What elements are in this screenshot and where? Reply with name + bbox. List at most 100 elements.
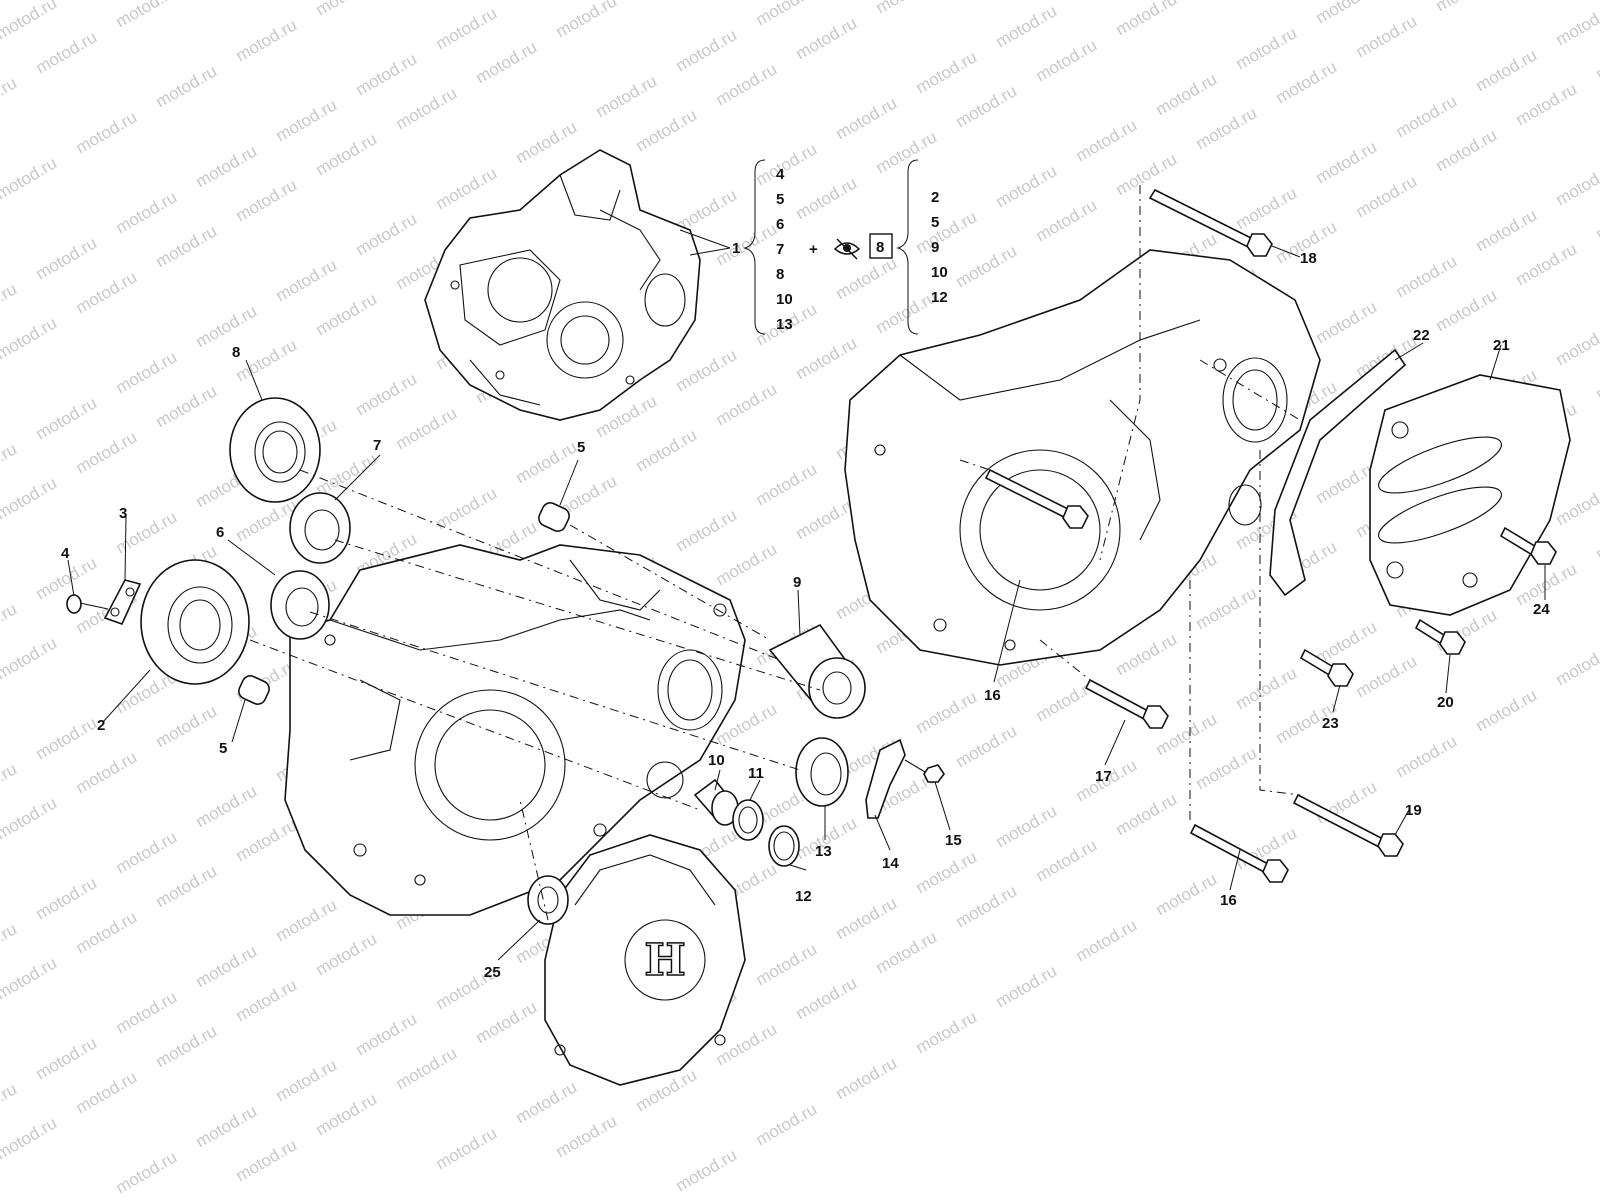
bolt-20 — [1414, 618, 1466, 655]
right_items-item: 5 — [931, 214, 939, 231]
bearing-25 — [527, 875, 569, 925]
screw-15 — [904, 759, 945, 783]
watermark-text: motod.ru — [1233, 663, 1301, 713]
watermark-text: motod.ru — [113, 0, 181, 31]
callout-2: 2 — [97, 717, 105, 734]
watermark-text: motod.ru — [873, 127, 941, 177]
bearing-6 — [270, 570, 330, 640]
watermark-text: motod.ru — [1553, 479, 1600, 529]
watermark-text: motod.ru — [153, 61, 221, 111]
callout-7: 7 — [373, 437, 381, 454]
callout-12: 12 — [795, 888, 812, 905]
watermark-text: motod.ru — [913, 847, 981, 897]
watermark-text: motod.ru — [1153, 869, 1221, 919]
watermark-text: motod.ru — [593, 71, 661, 121]
watermark-text: motod.ru — [1393, 251, 1461, 301]
watermark-text: motod.ru — [913, 207, 981, 257]
watermark-text: motod.ru — [1473, 45, 1541, 95]
watermark-text: motod.ru — [313, 289, 381, 339]
watermark-text: motod.ru — [1193, 103, 1261, 153]
watermark-text: motod.ru — [0, 279, 20, 329]
boxed-ref-frame — [869, 233, 893, 259]
watermark-text: motod.ru — [353, 1009, 421, 1059]
watermark-text: motod.ru — [1473, 205, 1541, 255]
watermark-text: motod.ru — [753, 0, 821, 29]
callout-8: 8 — [232, 344, 240, 361]
watermark-text: motod.ru — [113, 987, 181, 1037]
watermark-text: motod.ru — [753, 1099, 821, 1149]
watermark-text: motod.ru — [833, 253, 901, 303]
watermark-text: motod.ru — [433, 3, 501, 53]
circlip-12 — [768, 825, 800, 867]
watermark-text: motod.ru — [1033, 835, 1101, 885]
watermark-text: motod.ru — [193, 1101, 261, 1151]
watermark-text: motod.ru — [193, 301, 261, 351]
watermark-text: motod.ru — [353, 49, 421, 99]
watermark-text: motod.ru — [1033, 35, 1101, 85]
callout-9: 9 — [793, 574, 801, 591]
watermark-text: motod.ru — [633, 105, 701, 155]
watermark-text: motod.ru — [33, 233, 101, 283]
watermark-text: motod.ru — [753, 459, 821, 509]
watermark-text: motod.ru — [993, 961, 1061, 1011]
watermark-text: motod.ru — [793, 13, 861, 63]
left_items-item: 7 — [776, 241, 784, 258]
ignition-cover: H — [544, 834, 746, 1086]
watermark-text: motod.ru — [313, 0, 381, 19]
watermark-text: motod.ru — [193, 141, 261, 191]
right_items-item: 2 — [931, 189, 939, 206]
watermark-text: motod.ru — [353, 209, 421, 259]
watermark-text: motod.ru — [0, 153, 60, 203]
callout-5-top: 5 — [577, 439, 585, 456]
crankcase-assembly-top — [424, 149, 701, 421]
callout-15: 15 — [945, 832, 962, 849]
watermark-text: motod.ru — [0, 953, 60, 1003]
watermark-text: motod.ru — [1313, 297, 1381, 347]
watermark-text: motod.ru — [393, 403, 461, 453]
watermark-text: motod.ru — [953, 81, 1021, 131]
watermark-text: motod.ru — [1593, 33, 1600, 83]
watermark-text: motod.ru — [353, 369, 421, 419]
boxed-ref: 8 — [876, 239, 884, 256]
alignment-lines — [249, 185, 1301, 921]
bearing-7 — [289, 492, 351, 564]
watermark-text: motod.ru — [673, 505, 741, 555]
watermark-text: motod.ru — [113, 827, 181, 877]
watermark-text: motod.ru — [433, 163, 501, 213]
watermark-text: motod.ru — [1553, 159, 1600, 209]
bolt-16-lower — [1189, 823, 1289, 883]
callout-5-bottom: 5 — [219, 740, 227, 757]
watermark-text: motod.ru — [833, 893, 901, 943]
watermark-text: motod.ru — [1393, 731, 1461, 781]
watermark-text: motod.ru — [713, 219, 781, 269]
watermark-text: motod.ru — [873, 927, 941, 977]
watermark-text: motod.ru — [433, 1123, 501, 1173]
watermark-text: motod.ru — [1553, 319, 1600, 369]
watermark-text: motod.ru — [1233, 183, 1301, 233]
watermark-text: motod.ru — [0, 633, 60, 683]
watermark-text: motod.ru — [713, 539, 781, 589]
watermark-text: motod.ru — [1073, 115, 1141, 165]
watermark-text: motod.ru — [233, 15, 301, 65]
watermark-text: motod.ru — [233, 1135, 301, 1185]
watermark-text: motod.ru — [33, 1033, 101, 1083]
watermark-text: motod.ru — [1313, 137, 1381, 187]
plate-14 — [865, 738, 906, 819]
left_items-item: 5 — [776, 191, 784, 208]
leader-1b — [689, 247, 731, 256]
watermark-text: motod.ru — [1273, 57, 1341, 107]
watermark-text: motod.ru — [1353, 11, 1421, 61]
watermark-text: motod.ru — [153, 701, 221, 751]
watermark-text: motod.ru — [273, 95, 341, 145]
watermark-text: motod.ru — [1233, 23, 1301, 73]
callout-11: 11 — [748, 765, 764, 782]
watermark-text: motod.ru — [233, 815, 301, 865]
watermark-text: motod.ru — [673, 1145, 741, 1195]
watermark-text: motod.ru — [73, 907, 141, 957]
watermark-text: motod.ru — [313, 1089, 381, 1139]
watermark-text: motod.ru — [273, 255, 341, 305]
watermark-text: motod.ru — [313, 129, 381, 179]
watermark-text: motod.ru — [953, 881, 1021, 931]
